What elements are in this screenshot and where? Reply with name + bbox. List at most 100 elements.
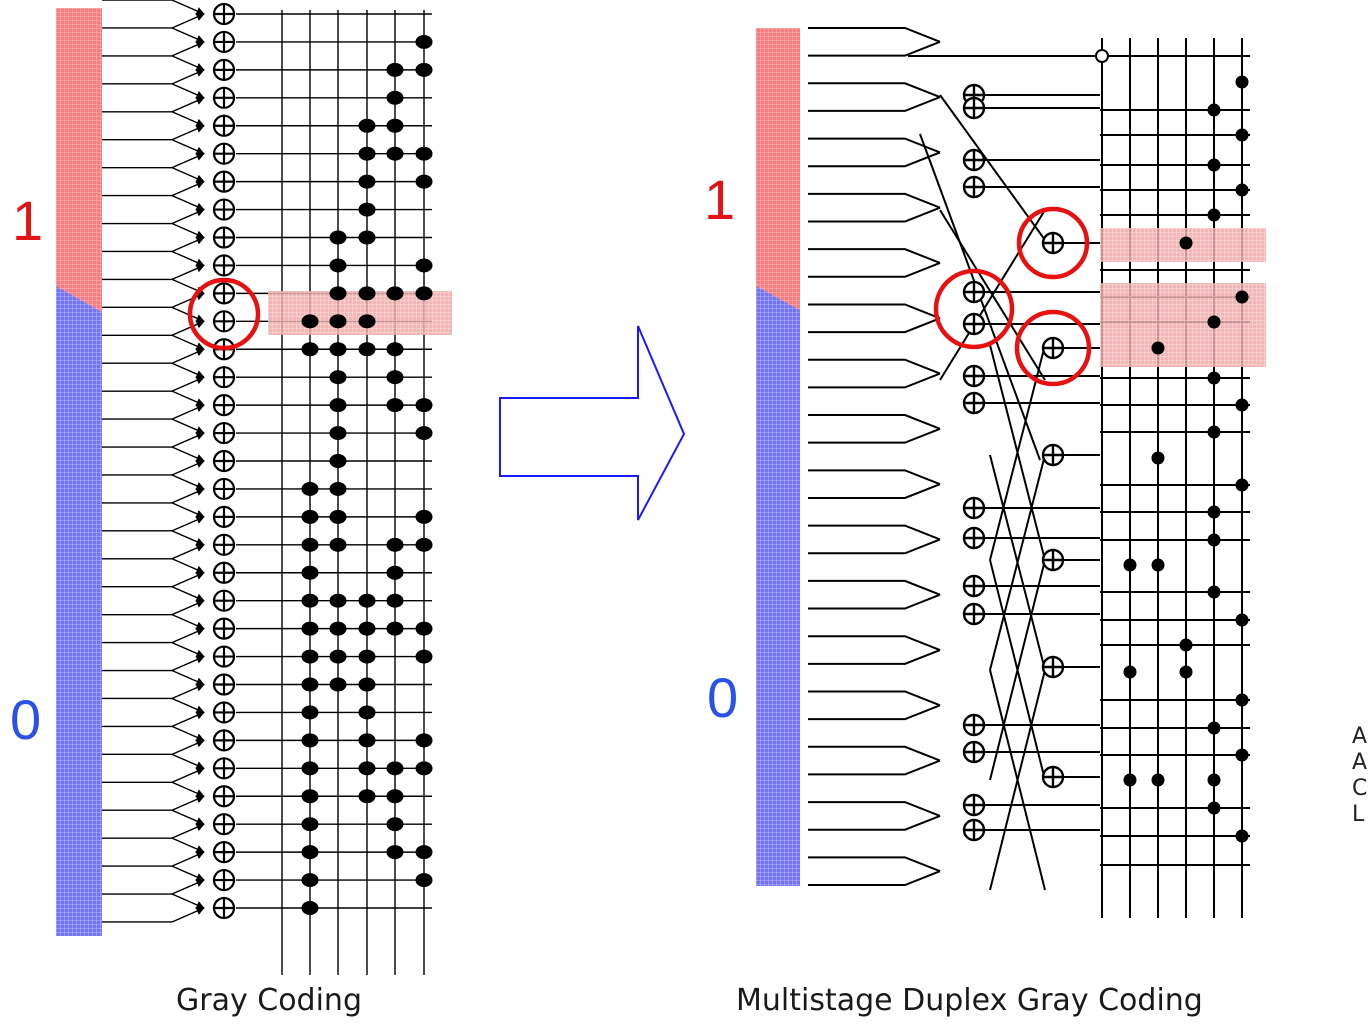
connection-dot	[329, 593, 347, 608]
left-input-arrow	[171, 837, 205, 853]
left-input-arrow	[171, 376, 205, 392]
connection-dot	[415, 761, 433, 776]
left-input-arrow	[171, 683, 205, 700]
left-input-arrow	[171, 236, 205, 253]
xor-gate-icon	[962, 96, 986, 120]
connection-dot	[1151, 341, 1165, 355]
right-signal-high	[756, 28, 800, 310]
left-input-arrow	[171, 250, 205, 267]
open-node-icon	[1095, 49, 1109, 63]
connection-dot	[329, 314, 347, 329]
right-input-line	[808, 40, 941, 57]
xor-gate-icon	[212, 505, 236, 528]
xor-gate-icon	[1041, 336, 1065, 360]
connection-dot	[358, 789, 376, 804]
xor-gate-icon	[962, 793, 986, 817]
connection-dot	[358, 286, 376, 301]
xor-gate-icon	[212, 449, 236, 473]
right-input-line	[808, 317, 941, 334]
connection-dot	[329, 230, 347, 245]
xor-gate-icon	[1041, 231, 1065, 255]
connection-dot	[1207, 315, 1221, 329]
left-input-arrow	[171, 460, 205, 476]
right-input-line	[808, 27, 941, 43]
connection-dot	[415, 621, 433, 636]
connection-dot	[301, 621, 319, 636]
right-input-line	[808, 704, 941, 721]
crossover-line	[939, 94, 1046, 241]
right-input-line	[808, 372, 941, 389]
right-input-line	[808, 745, 941, 762]
right-input-line	[808, 593, 941, 610]
left-input-arrow	[171, 390, 205, 406]
right-input-line	[808, 248, 941, 264]
right-connection-dots	[1123, 75, 1249, 843]
left-input-arrow	[171, 907, 205, 923]
connection-dot	[329, 509, 347, 524]
connection-dot	[1207, 505, 1221, 519]
connection-dot	[329, 286, 347, 301]
connection-dot	[386, 62, 404, 77]
edge-fragment-1: A	[1352, 724, 1368, 749]
connection-dot	[1235, 748, 1249, 762]
left-input-arrow	[171, 446, 205, 462]
xor-gate-icon	[212, 58, 236, 81]
left-input-arrow	[171, 27, 205, 43]
left-input-arrow	[171, 879, 205, 895]
right-input-line	[808, 303, 941, 320]
connection-dot	[386, 90, 404, 105]
crossover-line	[989, 669, 1046, 891]
connection-dot	[415, 174, 433, 189]
connection-dot	[1207, 103, 1221, 117]
right-label-zero: 0	[707, 666, 739, 729]
xor-gate-icon	[212, 142, 236, 165]
right-input-line	[808, 427, 941, 444]
connection-dot	[1235, 290, 1249, 304]
crossover-line	[989, 559, 1046, 781]
left-input-arrow	[171, 111, 205, 127]
connection-dot	[415, 258, 433, 273]
left-input-arrow	[171, 320, 205, 336]
left-input-arrow	[171, 83, 205, 99]
right-input-line	[808, 538, 941, 555]
connection-dot	[1179, 236, 1193, 250]
connection-dot	[329, 426, 347, 441]
left-input-arrow	[171, 152, 205, 169]
left-input-arrow	[171, 194, 205, 211]
left-input-arrow	[171, 711, 205, 728]
xor-gate-icon	[212, 645, 236, 668]
connection-dot	[301, 314, 319, 329]
connection-dot	[358, 314, 376, 329]
right-input-line	[808, 870, 941, 886]
right-input-line	[808, 137, 941, 154]
right-input-line	[808, 262, 941, 278]
left-input-arrow	[171, 222, 205, 239]
left-input-arrow	[171, 208, 205, 225]
connection-dot	[301, 677, 319, 692]
xor-gate-icon	[212, 813, 236, 836]
connection-dot	[415, 34, 433, 49]
left-input-arrow	[171, 404, 205, 420]
right-highlight-circle-2	[933, 268, 1015, 350]
left-highlight-circle	[187, 277, 261, 351]
xor-gate-icon	[212, 673, 236, 696]
connection-dot	[358, 174, 376, 189]
xor-gate-icon	[212, 310, 236, 333]
connection-dot	[358, 677, 376, 692]
connection-dot	[1207, 801, 1221, 815]
connection-dot	[1235, 75, 1249, 89]
left-input-arrow	[171, 69, 205, 85]
connection-dot	[358, 705, 376, 720]
xor-gate-icon	[962, 496, 986, 520]
xor-gate-icon	[962, 312, 986, 336]
right-input-line	[808, 649, 941, 665]
connection-dot	[329, 481, 347, 496]
right-input-line	[808, 801, 941, 817]
connection-dot	[1235, 693, 1249, 707]
xor-gate-icon	[1041, 548, 1065, 572]
connection-dot	[1235, 183, 1249, 197]
connection-dot	[1207, 585, 1221, 599]
left-input-arrow	[171, 334, 205, 351]
xor-gate-icon	[962, 364, 986, 388]
right-crossover-lines	[919, 94, 1046, 891]
